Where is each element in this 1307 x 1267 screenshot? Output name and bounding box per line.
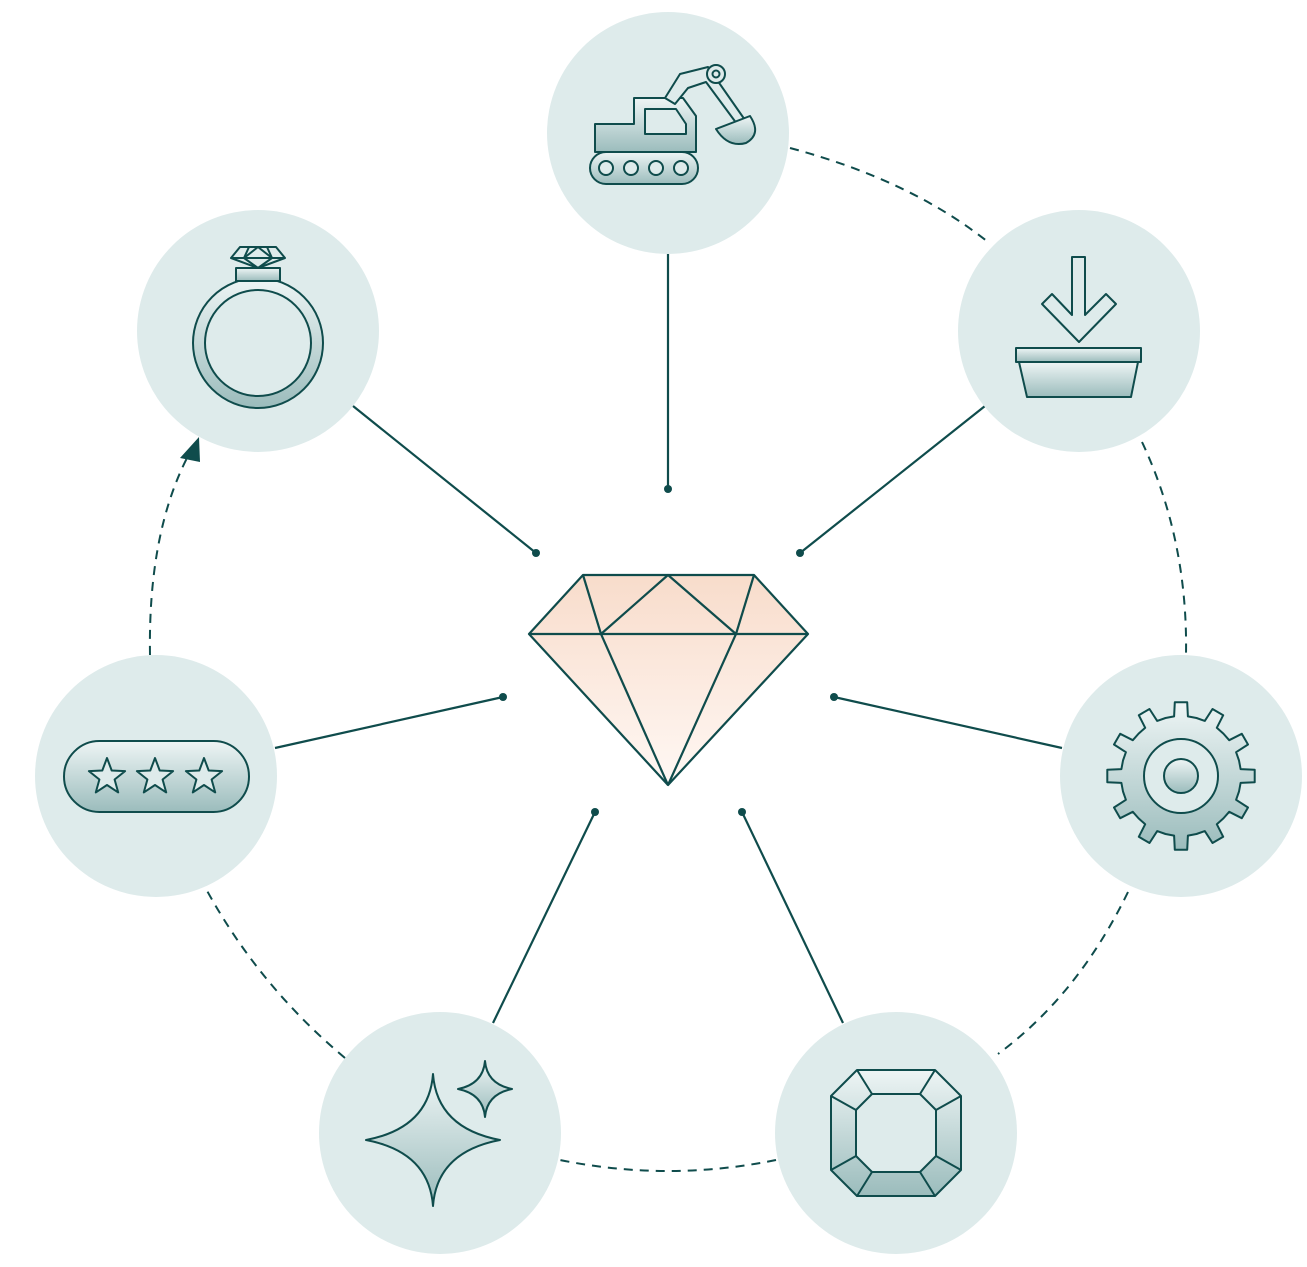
cycle-arrowhead [180, 437, 200, 462]
cycle-arc-mining-sorting [789, 147, 989, 243]
spoke-dot-grading [499, 693, 507, 701]
gear-hub [1163, 758, 1199, 794]
spokes [274, 254, 1063, 1024]
cycle-arc-processing-cutting [997, 891, 1129, 1055]
spoke-retail [352, 405, 537, 554]
cycle-connectors [148, 147, 1188, 1172]
cycle-arc-polishing-grading [204, 886, 346, 1059]
spoke-polishing [492, 811, 596, 1024]
star-rating-icon [63, 740, 250, 813]
gear-icon [1106, 701, 1256, 851]
spoke-grading [274, 695, 504, 750]
spoke-dot-mining [664, 485, 672, 493]
cycle-arc-cutting-polishing [559, 1159, 777, 1172]
star-3 [184, 757, 224, 794]
ring-icon [192, 246, 324, 409]
cut-gem-icon [830, 1069, 962, 1197]
cycle-arc-sorting-processing [1141, 441, 1188, 656]
spoke-dot-retail [532, 549, 540, 557]
spoke-dot-processing [830, 693, 838, 701]
spoke-processing [833, 695, 1063, 750]
spoke-cutting [741, 811, 844, 1024]
star-1 [87, 757, 127, 794]
cycle-arc-grading-retail [148, 457, 188, 656]
spoke-dot-polishing [591, 808, 599, 816]
spoke-dot-cutting [738, 808, 746, 816]
sparkle-icon [365, 1060, 513, 1207]
spoke-sorting [799, 405, 986, 554]
excavator-icon [589, 64, 757, 185]
star-2 [135, 757, 175, 794]
spoke-dot-sorting [796, 549, 804, 557]
diamond-icon [527, 573, 810, 787]
download-tray-icon [1015, 256, 1142, 398]
